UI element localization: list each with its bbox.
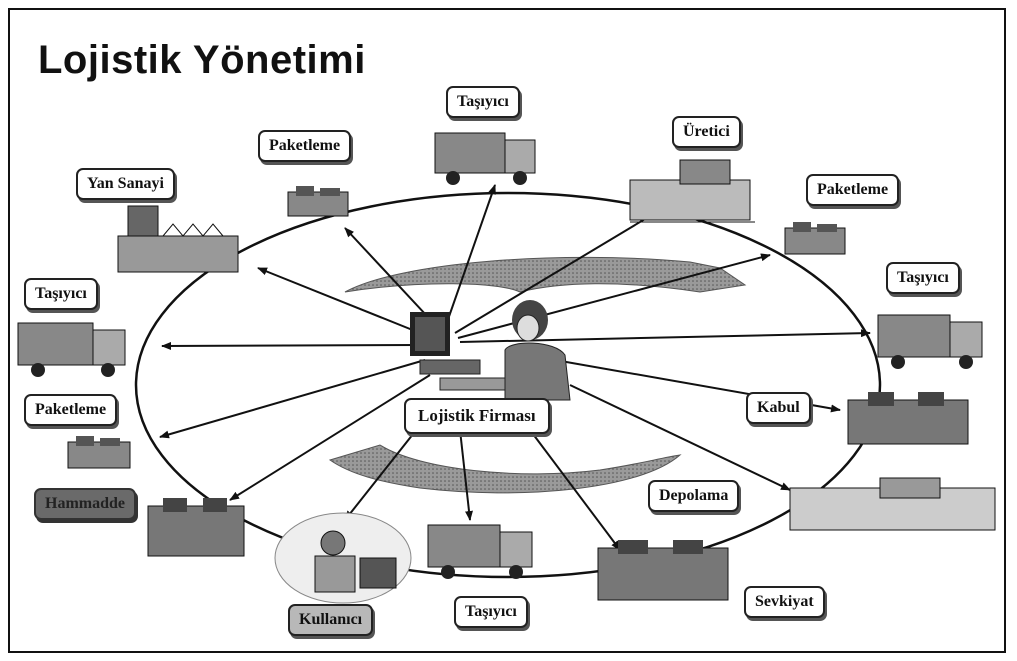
label-uretici: Üretici xyxy=(672,116,741,148)
cycle-band-bottom xyxy=(328,444,682,494)
label-paketleme-top: Paketleme xyxy=(258,130,352,162)
slide-frame xyxy=(8,8,1006,653)
package-icon-left xyxy=(67,436,131,469)
label-tasiyici-bottom: Taşıyıcı xyxy=(454,596,528,628)
label-yan-sanayi: Yan Sanayi xyxy=(76,168,175,200)
label-depolama: Depolama xyxy=(648,480,740,512)
label-tasiyici-right: Taşıyıcı xyxy=(886,262,960,294)
warehouse-icon-sevkiyat xyxy=(597,540,729,601)
warehouse-icon-depolama xyxy=(789,477,996,531)
label-lojistik-firmasi: Lojistik Firması xyxy=(404,398,550,434)
cycle-band-top xyxy=(344,256,747,293)
operator-person-icon xyxy=(504,300,571,401)
label-paketleme-left: Paketleme xyxy=(24,394,118,426)
factory-icon-yan-sanayi xyxy=(117,205,239,273)
label-tasiyici-top: Taşıyıcı xyxy=(446,86,520,118)
package-icon-top xyxy=(287,186,349,217)
truck-icon-top xyxy=(434,132,536,185)
label-kabul: Kabul xyxy=(746,392,811,424)
warehouse-icon-hammadde xyxy=(147,498,245,557)
label-tasiyici-left: Taşıyıcı xyxy=(24,278,98,310)
factory-icon-uretici xyxy=(629,159,755,223)
computer-icon xyxy=(410,312,511,391)
user-icon-kullanici xyxy=(274,512,412,604)
label-hammadde: Hammadde xyxy=(34,488,136,520)
label-sevkiyat: Sevkiyat xyxy=(744,586,825,618)
cycle-ellipse xyxy=(134,191,882,579)
truck-icon-bottom xyxy=(427,524,533,579)
truck-icon-left xyxy=(17,322,126,377)
warehouse-icon-kabul xyxy=(847,392,969,445)
truck-icon-right xyxy=(877,314,983,369)
package-icon-right xyxy=(784,222,846,255)
slide-title: Lojistik Yönetimi xyxy=(38,38,366,82)
label-paketleme-right: Paketleme xyxy=(806,174,900,206)
label-kullanici: Kullanıcı xyxy=(288,604,374,636)
